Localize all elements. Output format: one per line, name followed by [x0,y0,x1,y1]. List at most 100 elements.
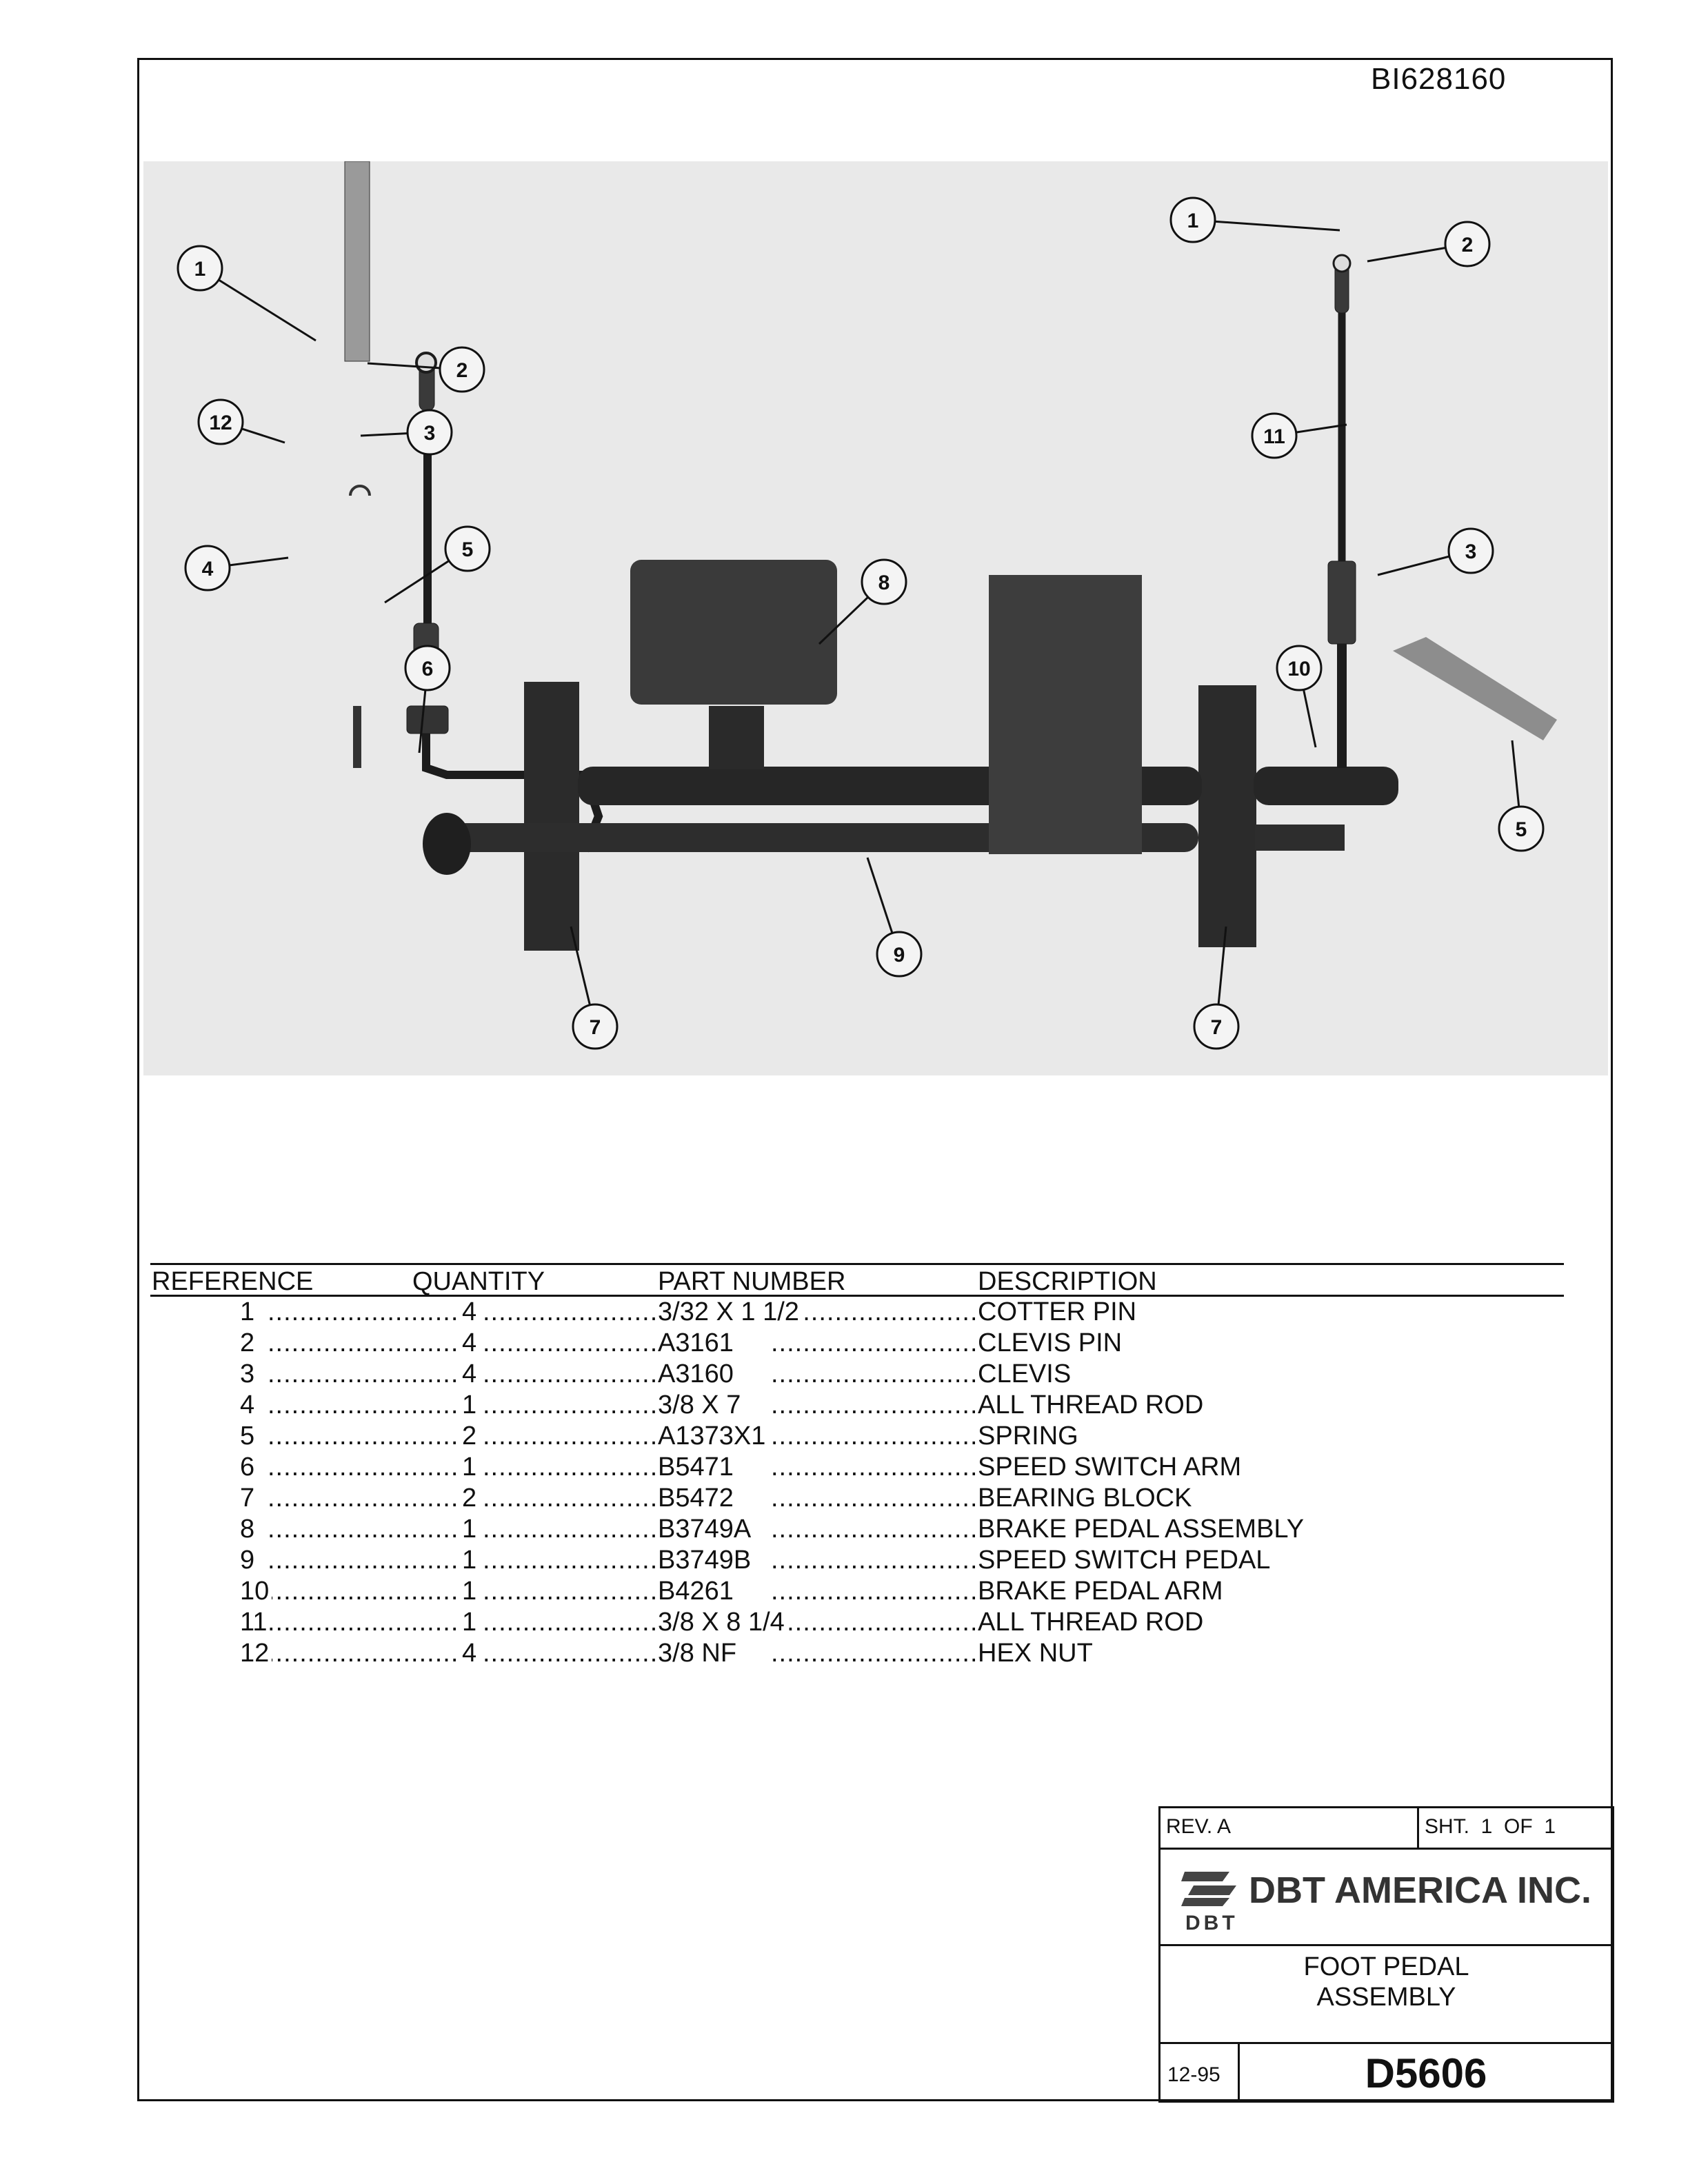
leader-dots: ........................................… [771,1515,975,1544]
table-header-rule [150,1295,1564,1297]
row-reference: 12 [240,1639,272,1668]
callout-number: 3 [1465,540,1477,563]
leader-dots: ........................................… [771,1608,975,1637]
col-header-description: DESCRIPTION [978,1267,1157,1296]
leader-dots: ........................................… [268,1422,457,1450]
company-cell: DBT AMERICA INC. DBT [1160,1850,1612,1946]
leader-dots: ........................................… [268,1359,457,1388]
callout-circle [1498,805,1545,852]
col-header-reference: REFERENCE [152,1267,314,1296]
leader-dots: ........................................… [483,1577,655,1606]
callout-number: 7 [590,1016,601,1039]
row-quantity: 4 [462,1639,480,1668]
row-description: CLEVIS [978,1359,1074,1389]
row-reference: 2 [240,1328,258,1358]
drawing-border [137,58,1613,2101]
callout-circle [572,1003,619,1050]
title-block: REV. A SHT. 1 OF 1 DBT AMERICA INC. DBT … [1158,1806,1614,2103]
row-part-number: B3749B [658,1546,754,1575]
row-quantity: 1 [462,1515,480,1544]
row-part-number: 3/8 X 7 [658,1391,744,1420]
drawing-number: D5606 [1365,2050,1487,2096]
table-row: ........................................… [150,1577,1323,1608]
callout-circle [406,409,453,456]
leader-dots: ........................................… [771,1422,975,1450]
leader-dots: ........................................… [483,1608,655,1637]
col-header-quantity: QUANTITY [412,1267,545,1296]
table-row: ........................................… [150,1328,1323,1359]
revision-cell: REV. A [1160,1808,1419,1850]
table-row: ........................................… [150,1639,1323,1670]
drawing-number-cell: D5606 [1240,2044,1612,2103]
sheet-label: SHT. 1 OF 1 [1425,1815,1556,1838]
callout-number: 3 [424,422,436,445]
bearing-block-right [1198,685,1256,947]
leader-dots: ........................................… [483,1422,655,1450]
row-reference: 9 [240,1546,258,1575]
leader-dots: ........................................… [268,1577,457,1606]
callout-number: 10 [1287,658,1310,680]
table-row: ........................................… [150,1608,1323,1639]
callout-circle [197,398,244,445]
table-row: ........................................… [150,1453,1323,1484]
row-part-number: A3161 [658,1328,736,1358]
row-description: SPRING [978,1422,1081,1451]
callout-circle [1251,412,1298,459]
leader-dots: ........................................… [483,1297,655,1326]
right-linkage [1327,254,1356,768]
callout-number: 1 [194,258,206,281]
row-reference: 4 [240,1391,258,1420]
table-row: ........................................… [150,1391,1323,1422]
callout-number: 4 [202,558,214,580]
leader-dots: ........................................… [268,1297,457,1326]
row-description: COTTER PIN [978,1297,1140,1327]
callout-number: 12 [209,412,232,434]
row-description: BRAKE PEDAL ARM [978,1577,1226,1606]
leader-dots: ........................................… [268,1608,457,1637]
callout-circle [876,931,923,978]
row-description: ALL THREAD ROD [978,1608,1207,1637]
row-description: SPEED SWITCH PEDAL [978,1546,1274,1575]
callout-number: 7 [1211,1016,1223,1039]
company-name: DBT AMERICA INC. [1249,1870,1591,1911]
leader-dots: ........................................… [771,1639,975,1668]
callout-number: 5 [1516,818,1527,841]
callout-number: 8 [878,572,890,594]
leader-dots: ........................................… [268,1515,457,1544]
leader-dots: ........................................… [771,1546,975,1575]
leader-dots: ........................................… [771,1359,975,1388]
row-quantity: 2 [462,1422,480,1451]
callout-circle [1444,221,1491,267]
row-quantity: 2 [462,1484,480,1513]
table-top-rule [150,1263,1564,1265]
row-reference: 8 [240,1515,258,1544]
row-description: ALL THREAD ROD [978,1391,1207,1420]
left-spring [344,161,371,768]
row-quantity: 1 [462,1608,480,1637]
callout-circle [184,545,231,592]
row-quantity: 1 [462,1546,480,1575]
row-quantity: 1 [462,1453,480,1482]
leader-dots: ........................................… [771,1453,975,1482]
callout-circle [404,645,451,691]
row-description: BRAKE PEDAL ASSEMBLY [978,1515,1307,1544]
table-row: ........................................… [150,1297,1323,1328]
leader-dots: ........................................… [483,1391,655,1419]
table-row: ........................................… [150,1422,1323,1453]
callout-number: 5 [462,538,474,561]
callout-number: 2 [1462,234,1474,256]
row-part-number: B3749A [658,1515,754,1544]
revision-label: REV. A [1166,1815,1231,1838]
callout-circle [444,525,491,572]
row-reference: 6 [240,1453,258,1482]
row-quantity: 4 [462,1328,480,1358]
callout-circle [1169,196,1216,243]
leader-dots: ........................................… [483,1639,655,1668]
dbt-logo-icon [1181,1872,1236,1906]
row-part-number: A1373X1 [658,1422,769,1451]
leader-dots: ........................................… [483,1453,655,1482]
table-row: ........................................… [150,1484,1323,1515]
leader-dots: ........................................… [771,1328,975,1357]
leader-dots: ........................................… [268,1484,457,1513]
